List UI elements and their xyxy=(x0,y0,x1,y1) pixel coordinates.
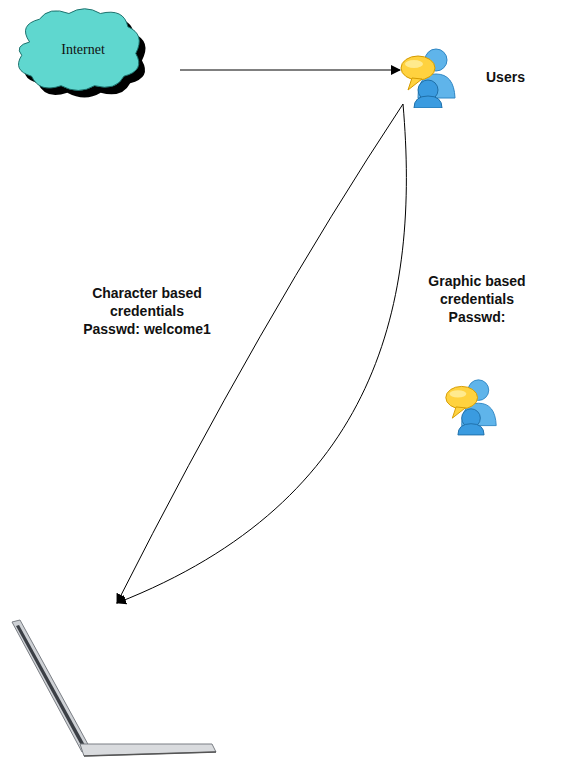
credential-curve xyxy=(117,104,406,603)
node-text: Internet xyxy=(61,42,105,58)
arrow-connector xyxy=(180,70,400,71)
credential-label: Graphic based credentials Passwd: xyxy=(412,272,542,326)
node-text: Users xyxy=(486,69,525,85)
laptop xyxy=(12,620,216,756)
internet-cloud: Internet xyxy=(8,4,158,104)
users-node: Users xyxy=(398,44,525,110)
user-icon xyxy=(446,380,496,435)
credential-label: Character based credentials Passwd: welc… xyxy=(82,284,212,338)
user-icon xyxy=(398,46,458,108)
credential-curve xyxy=(117,104,403,603)
